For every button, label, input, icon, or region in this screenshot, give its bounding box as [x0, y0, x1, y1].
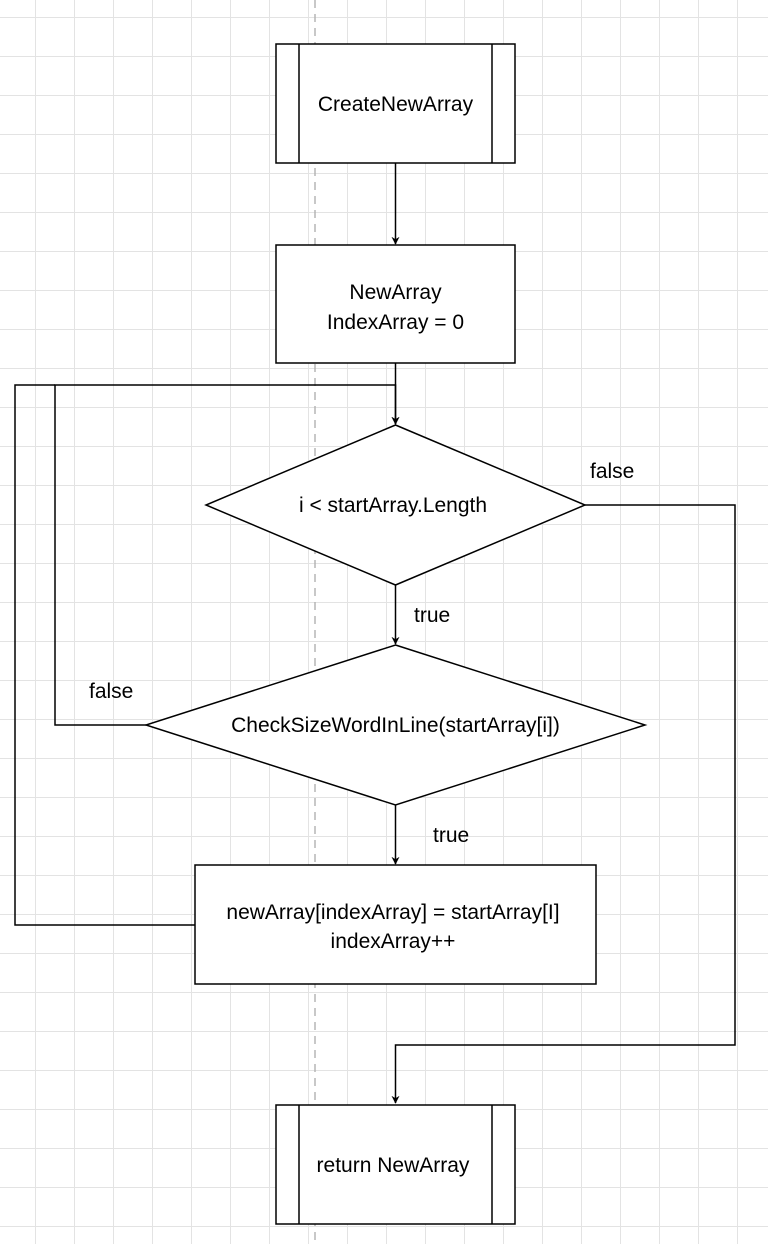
init-process[interactable]: NewArray IndexArray = 0: [275, 244, 516, 364]
assign-line-2: indexArray++: [331, 930, 456, 953]
check-true-label: true: [433, 824, 469, 847]
end-subroutine[interactable]: return NewArray: [275, 1104, 516, 1225]
assign-process[interactable]: newArray[indexArray] = startArray[I] ind…: [194, 864, 597, 985]
end-label: return NewArray: [317, 1154, 470, 1177]
edge-assign-to-loop: [14, 384, 195, 926]
check-condition-label: CheckSizeWordInLine(startArray[i]): [231, 714, 560, 737]
loop-false-label: false: [590, 460, 634, 483]
start-subroutine[interactable]: CreateNewArray: [275, 43, 516, 164]
check-condition-decision[interactable]: CheckSizeWordInLine(startArray[i]): [143, 644, 648, 806]
start-label: CreateNewArray: [318, 93, 474, 116]
check-false-label: false: [89, 680, 133, 703]
loop-true-label: true: [414, 604, 450, 627]
loop-condition-label: i < startArray.Length: [299, 494, 487, 517]
init-line-1: NewArray: [349, 281, 442, 304]
init-line-2: IndexArray = 0: [327, 311, 464, 334]
loop-condition-decision[interactable]: i < startArray.Length: [204, 424, 587, 586]
assign-line-1: newArray[indexArray] = startArray[I]: [226, 901, 559, 924]
edge-loop-false: [391, 504, 736, 1104]
